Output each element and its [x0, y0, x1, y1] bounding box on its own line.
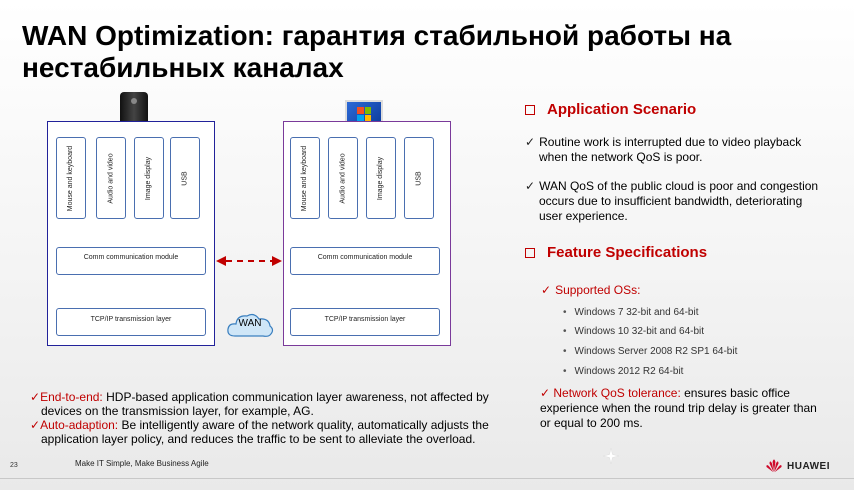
qos-tolerance-text: ✓ Network QoS tolerance: ensures basic o…	[540, 386, 817, 430]
square-bullet-icon	[525, 104, 535, 115]
module-box: USB	[170, 137, 200, 219]
note-auto-adaption: ✓Auto-adaption: Be intelligently aware o…	[30, 418, 489, 446]
tcp-layer-box: TCP/IP transmission layer	[56, 308, 206, 336]
scenario-item: ✓Routine work is interrupted due to vide…	[525, 135, 802, 164]
page-number: 23	[10, 462, 18, 469]
module-box: Mouse and keyboard	[56, 137, 86, 219]
os-list-item: Windows 2012 R2 64-bit	[563, 366, 684, 377]
check-icon: ✓	[541, 283, 552, 297]
os-list-item: Windows 10 32-bit and 64-bit	[563, 326, 705, 337]
server-stack-box: Mouse and keyboard Audio and video Image…	[283, 121, 451, 346]
os-list-item: Windows 7 32-bit and 64-bit	[563, 307, 699, 318]
check-icon: ✓	[525, 135, 536, 149]
check-icon: ✓	[30, 418, 41, 432]
sparkle-icon	[603, 448, 619, 464]
wan-cloud-icon	[227, 313, 274, 337]
check-icon: ✓	[525, 179, 536, 193]
application-scenario-heading: Application Scenario	[525, 101, 696, 118]
module-box: Audio and video	[328, 137, 358, 219]
title-line-1: WAN Optimization: гарантия стабильной ра…	[22, 20, 732, 51]
feature-notes: ✓End-to-end: HDP-based application commu…	[30, 390, 500, 446]
wan-label: WAN	[238, 318, 262, 329]
module-box: Audio and video	[96, 137, 126, 219]
windows-logo-icon	[357, 107, 371, 121]
check-icon: ✓	[30, 390, 41, 404]
module-box: Image display	[134, 137, 164, 219]
scenario-item: ✓WAN QoS of the public cloud is poor and…	[525, 179, 819, 223]
tcp-layer-box: TCP/IP transmission layer	[290, 308, 440, 336]
huawei-flower-icon	[766, 459, 782, 473]
comm-module-box: Comm communication module	[290, 247, 440, 275]
brand-name: HUAWEI	[787, 460, 830, 472]
note-end-to-end: ✓End-to-end: HDP-based application commu…	[30, 390, 489, 418]
title-line-2: нестабильных каналах	[22, 52, 344, 83]
check-icon: ✓	[540, 386, 554, 400]
comm-module-box: Comm communication module	[56, 247, 206, 275]
footer-divider	[0, 478, 854, 479]
module-box: USB	[404, 137, 434, 219]
huawei-logo: HUAWEI	[765, 459, 830, 473]
slogan: Make IT Simple, Make Business Agile	[75, 459, 209, 468]
client-stack-box: Mouse and keyboard Audio and video Image…	[47, 121, 215, 346]
os-list-item: Windows Server 2008 R2 SP1 64-bit	[563, 346, 738, 357]
module-box: Mouse and keyboard	[290, 137, 320, 219]
slide-title: WAN Optimization: гарантия стабильной ра…	[22, 20, 822, 84]
feature-specs-heading: Feature Specifications	[525, 244, 707, 261]
module-box: Image display	[366, 137, 396, 219]
square-bullet-icon	[525, 247, 535, 258]
comm-link-arrow-icon	[216, 256, 282, 266]
supported-os-label: ✓Supported OSs:	[541, 283, 641, 297]
